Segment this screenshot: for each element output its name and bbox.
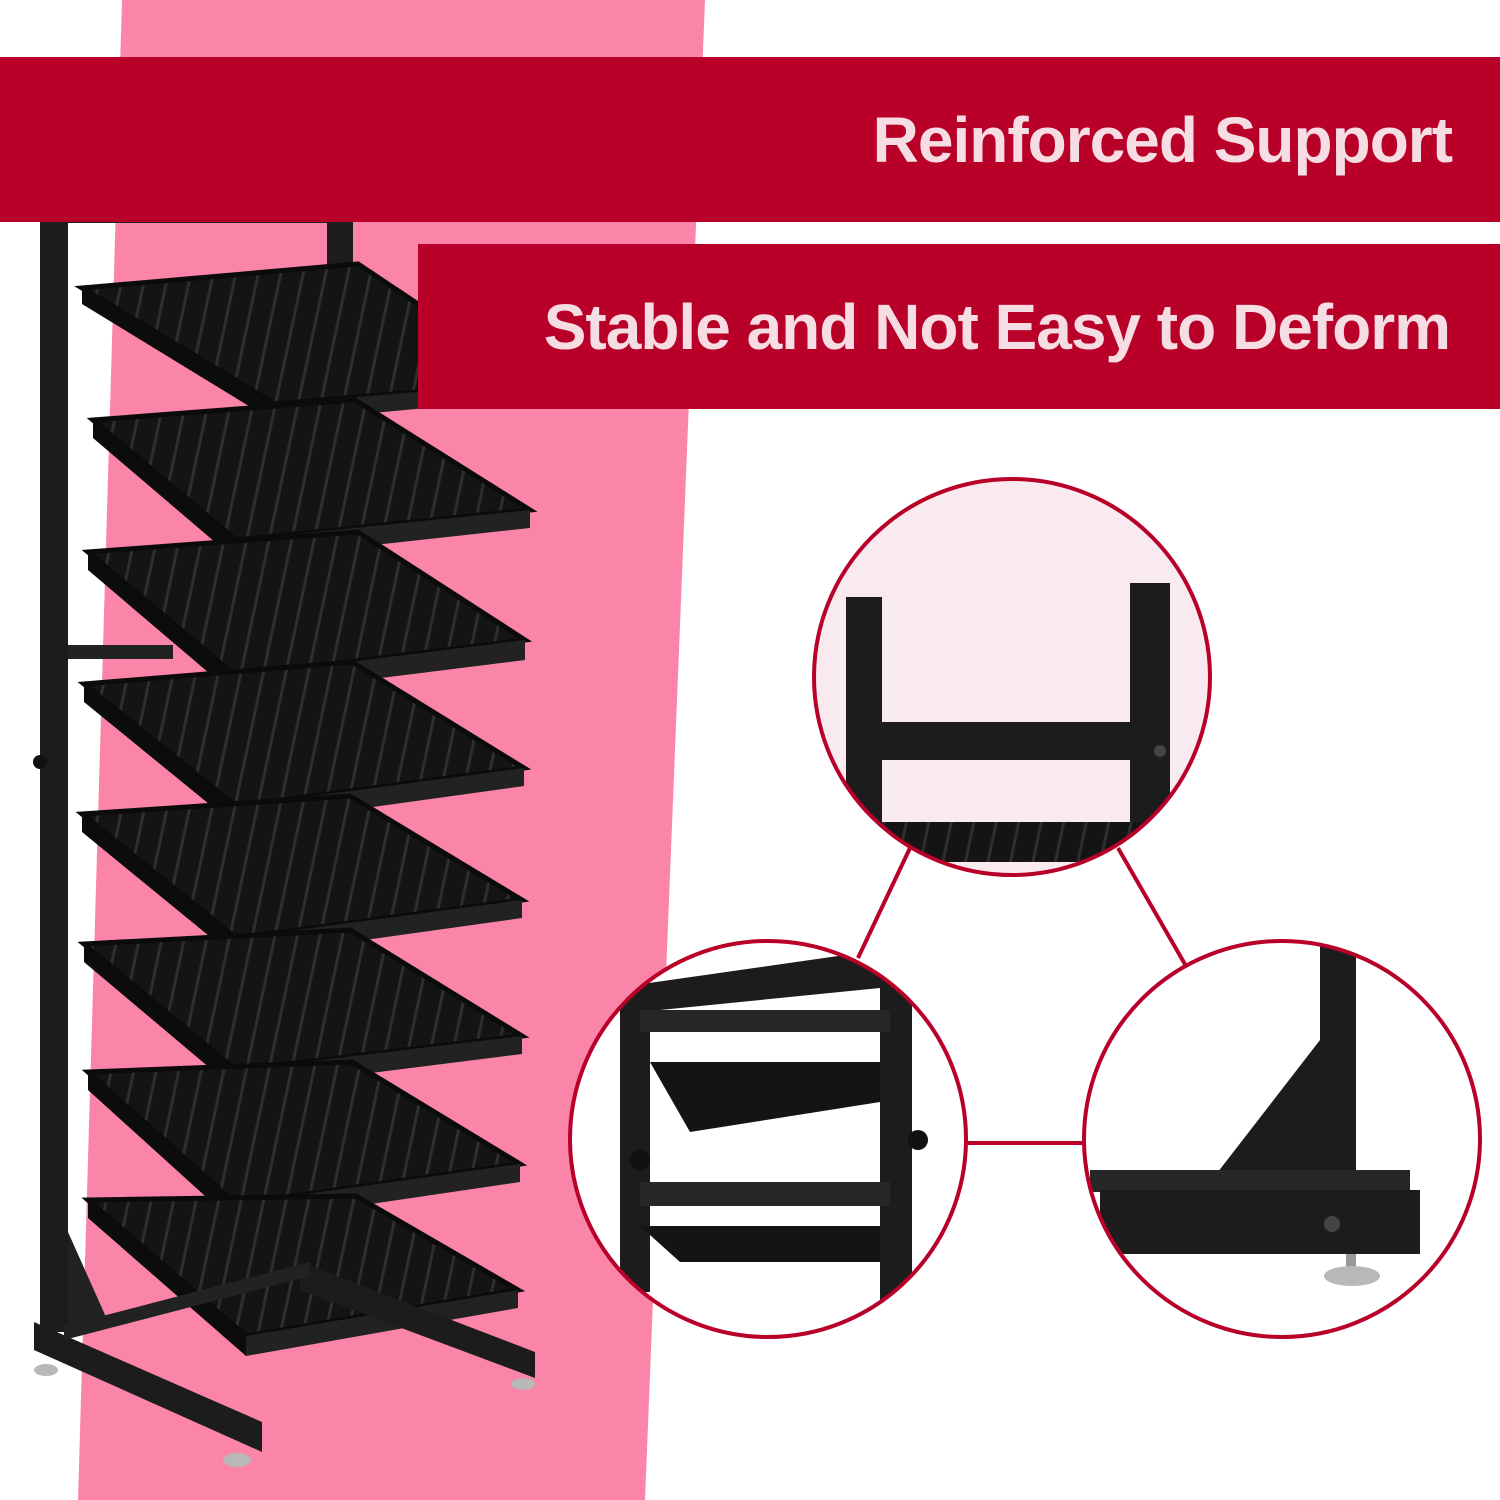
detail-circle-base-bracket (1082, 939, 1482, 1339)
headline-banner-secondary: Stable and Not Easy to Deform (418, 244, 1500, 409)
leveling-foot-icon (511, 1378, 535, 1390)
detail-connector-lines (856, 847, 1188, 1145)
headline-primary-text: Reinforced Support (872, 103, 1453, 176)
rack-base-right-foot (300, 1262, 535, 1378)
headline-secondary-text: Stable and Not Easy to Deform (543, 290, 1451, 363)
detail-circle-side-adjuster (568, 939, 968, 1339)
base-bracket-foot-icon (1204, 1040, 1320, 1190)
detail-circle-top-crossbar (812, 477, 1212, 877)
rack-base-crossbar (64, 1262, 310, 1340)
top-crossbar-icon (866, 722, 1166, 760)
rack-mid-crossbar (68, 645, 173, 659)
rack-base-left-foot (34, 1322, 262, 1452)
shelf-rack-illustration (33, 88, 543, 1467)
adjuster-knob-icon (33, 755, 47, 769)
rack-tier-7 (81, 1059, 528, 1224)
rack-left-upright (40, 92, 68, 1332)
leveling-foot-icon (34, 1364, 58, 1376)
leveling-foot-icon (223, 1453, 251, 1467)
rack-base-gusset (68, 1232, 110, 1326)
side-knob-adjuster-icon (630, 1150, 650, 1170)
rack-tier-4 (77, 659, 532, 826)
headline-banner-primary: Reinforced Support (0, 57, 1500, 222)
